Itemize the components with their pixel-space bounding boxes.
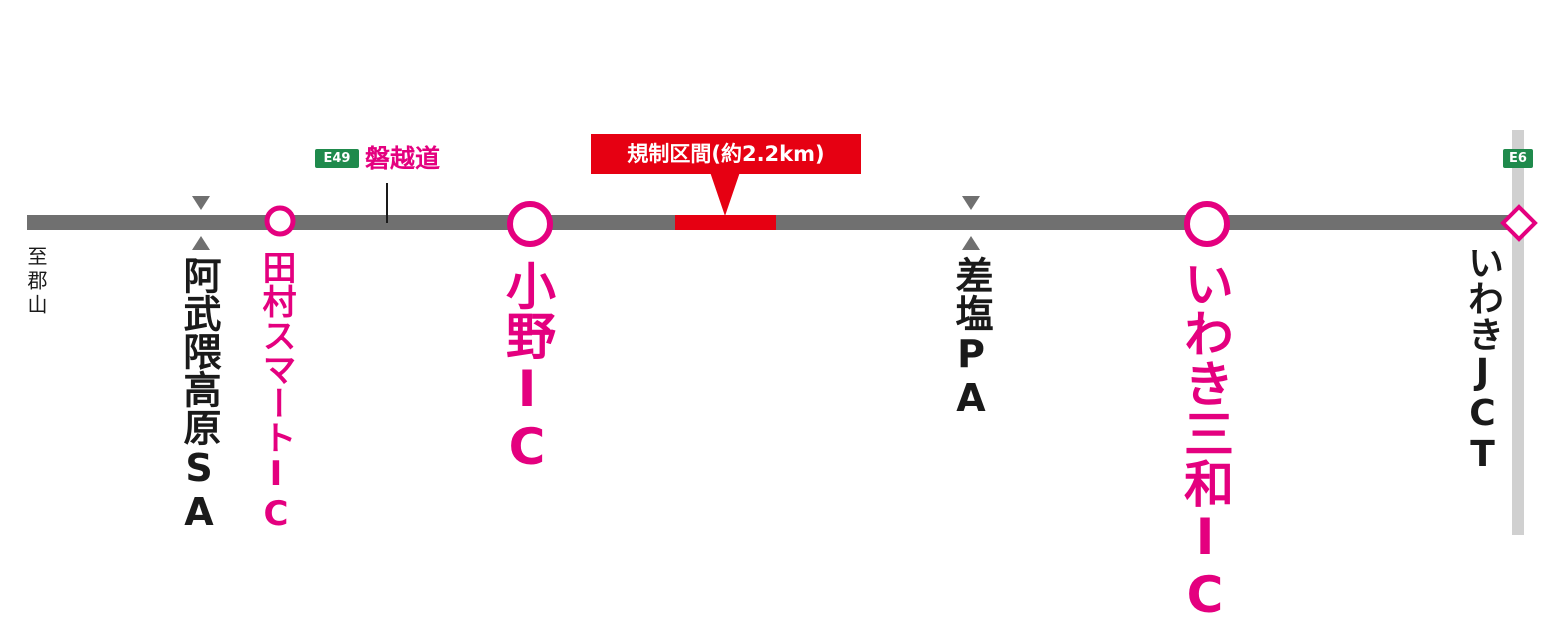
route-name-banetsu: 磐越道 (365, 144, 441, 173)
restriction-pointer (710, 172, 740, 216)
route-badge-e49: E49 (315, 149, 359, 168)
tamura-smart-ic-marker-icon (264, 205, 296, 237)
route-branch-tick (386, 183, 388, 223)
restriction-callout: 規制区間(約2.2km) (591, 134, 861, 174)
pa-marker-up-icon (962, 236, 980, 250)
label-tamura-smart-ic: 田村スマートIC (256, 250, 296, 534)
label-ono-ic: 小野IC (498, 260, 556, 476)
label-iwaki-jct: いわきJCT (1462, 244, 1503, 475)
ono-ic-marker-icon (507, 201, 553, 247)
iwaki-miwa-ic-marker-icon (1184, 201, 1230, 247)
sa-marker-up-icon (192, 236, 210, 250)
restriction-label: 規制区間(約2.2km) (627, 142, 825, 166)
label-abukuma-kogen-sa: 阿武隈高原SA (177, 256, 221, 534)
restriction-segment (675, 215, 776, 230)
route-badge-e6: E6 (1503, 149, 1533, 168)
label-iwaki-miwa-ic: いわき三和IC (1176, 258, 1234, 624)
direction-label: 至郡山 (24, 246, 48, 318)
pa-marker-down-icon (962, 196, 980, 210)
label-sashio-pa: 差塩PA (949, 256, 993, 420)
iwaki-jct-marker-icon (1500, 204, 1538, 242)
sa-marker-down-icon (192, 196, 210, 210)
e6-connector-line (1512, 130, 1524, 535)
